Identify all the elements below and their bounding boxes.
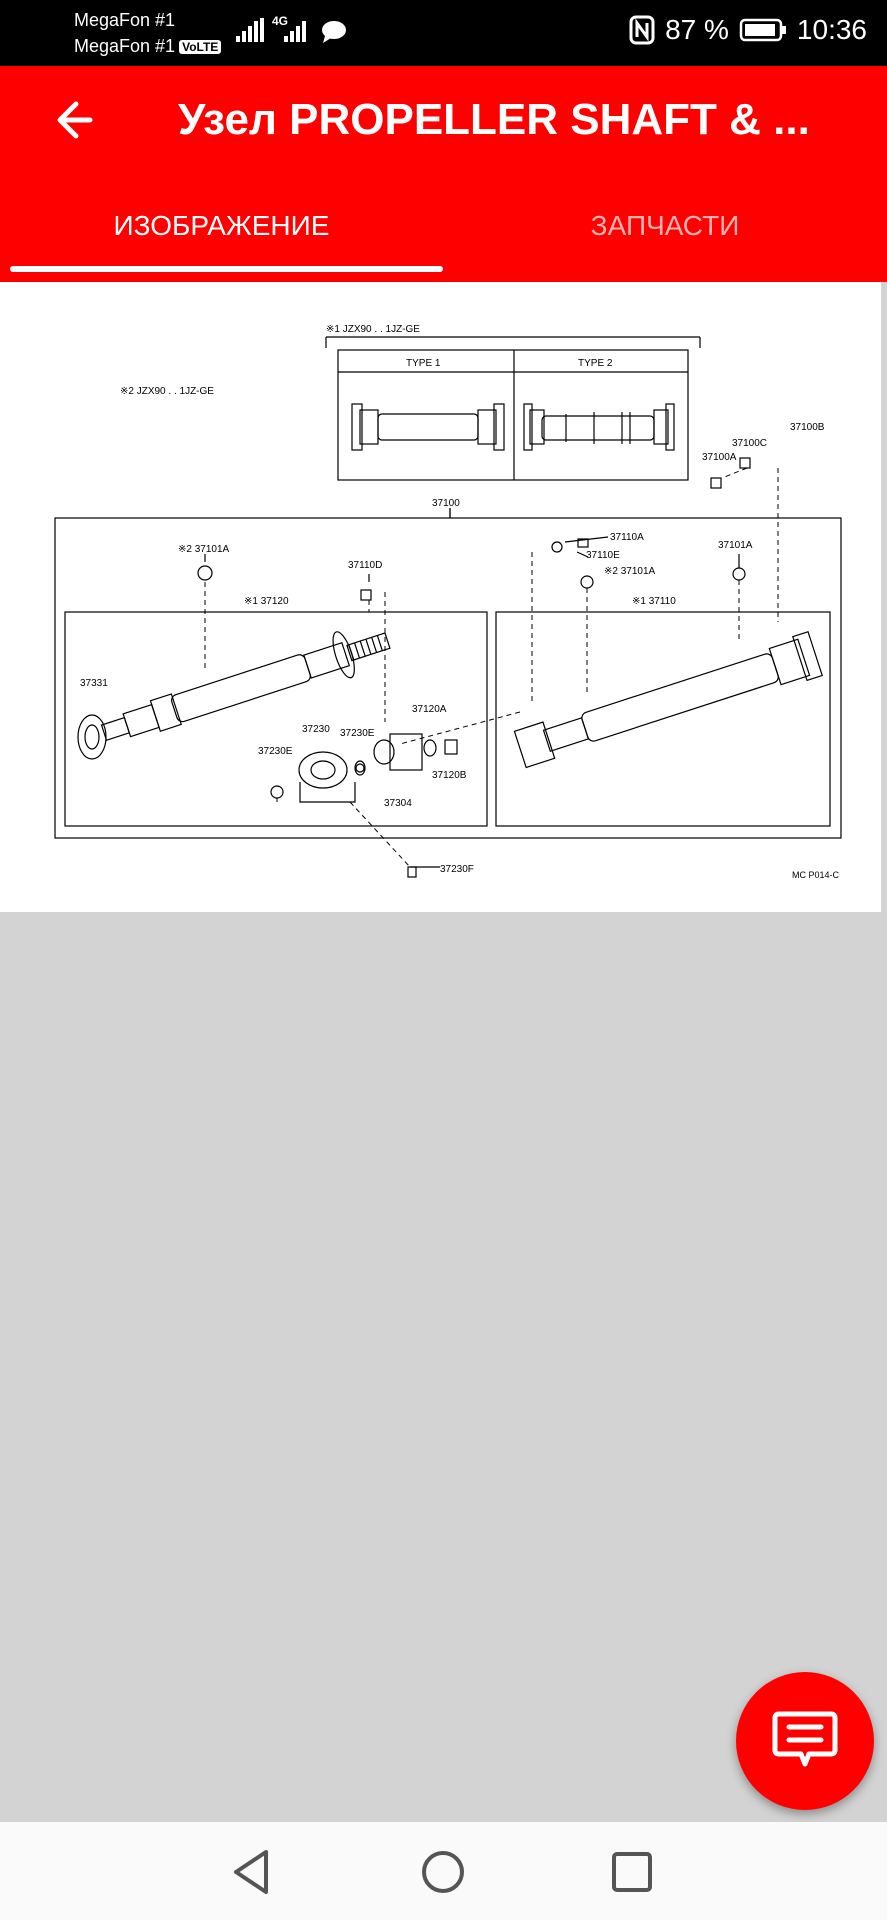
part-37230E-a[interactable]: 37230E xyxy=(258,746,293,757)
part-37331[interactable]: 37331 xyxy=(80,678,108,689)
note-2: ※2 JZX90 . . 1JZ-GE xyxy=(120,386,214,397)
chat-button[interactable] xyxy=(736,1672,874,1810)
chat-bubble-icon xyxy=(772,1711,838,1767)
nfc-icon xyxy=(629,15,655,45)
carrier-2-label: MegaFon #1 xyxy=(74,36,176,56)
note-1: ※1 JZX90 . . 1JZ-GE xyxy=(326,324,420,335)
carrier-1: MegaFon #1 xyxy=(74,10,176,30)
part-37100C[interactable]: 37100C xyxy=(732,438,767,449)
tab-parts[interactable]: ЗАПЧАСТИ xyxy=(590,210,740,241)
propeller-shaft-diagram: ※1 JZX90 . . 1JZ-GE ※2 JZX90 . . 1JZ-GE … xyxy=(54,324,842,880)
nav-back-icon[interactable] xyxy=(224,1844,280,1900)
type-2-label: TYPE 2 xyxy=(578,358,613,369)
active-tab-indicator xyxy=(10,266,443,272)
part-37110E[interactable]: 37110E xyxy=(586,550,620,561)
status-right: 87 % 10:36 xyxy=(629,14,867,46)
back-arrow-icon[interactable] xyxy=(50,90,110,150)
tab-image[interactable]: ИЗОБРАЖЕНИЕ xyxy=(113,210,330,241)
network-type: 4G xyxy=(272,14,289,28)
part-37304[interactable]: 37304 xyxy=(384,798,412,809)
parts-diagram[interactable]: ※1 JZX90 . . 1JZ-GE ※2 JZX90 . . 1JZ-GE … xyxy=(0,282,881,912)
part-37101A-right[interactable]: 37101A xyxy=(718,540,753,551)
part-37120[interactable]: ※1 37120 xyxy=(244,596,289,607)
nav-recents-icon[interactable] xyxy=(604,1844,660,1900)
volte-badge: VoLTE xyxy=(179,40,222,55)
chat-icon xyxy=(322,21,346,43)
part-37100B[interactable]: 37100B xyxy=(790,422,825,433)
part-37230[interactable]: 37230 xyxy=(302,724,330,735)
battery-percent: 87 % xyxy=(665,14,729,45)
clock: 10:36 xyxy=(796,14,867,45)
part-37110[interactable]: ※1 37110 xyxy=(632,596,676,607)
page-title: Узел PROPELLER SHAFT & ... xyxy=(178,95,810,144)
part-37100[interactable]: 37100 xyxy=(432,498,460,509)
part-37120B[interactable]: 37120B xyxy=(432,770,467,781)
part-37110D[interactable]: 37110D xyxy=(348,560,382,571)
part-37110A[interactable]: 37110A xyxy=(610,532,644,543)
signal-icon-2 xyxy=(284,21,306,42)
part-37230F[interactable]: 37230F xyxy=(440,864,474,875)
signal-icon xyxy=(236,18,264,42)
type-1-label: TYPE 1 xyxy=(406,358,441,369)
battery-icon xyxy=(739,18,786,42)
part-37100A[interactable]: 37100A xyxy=(702,452,737,463)
app-bar: Узел PROPELLER SHAFT & ... ИЗОБРАЖЕНИЕ З… xyxy=(0,66,887,282)
part-37120A[interactable]: 37120A xyxy=(412,704,447,715)
nav-home-icon[interactable] xyxy=(415,1844,471,1900)
part-37101A-left[interactable]: ※2 37101A xyxy=(178,544,230,555)
part-37101A-mid[interactable]: ※2 37101A xyxy=(604,566,656,577)
part-37230E-b[interactable]: 37230E xyxy=(340,728,375,739)
system-nav-bar xyxy=(0,1822,887,1920)
diagram-ref: MC P014-C xyxy=(792,870,840,880)
